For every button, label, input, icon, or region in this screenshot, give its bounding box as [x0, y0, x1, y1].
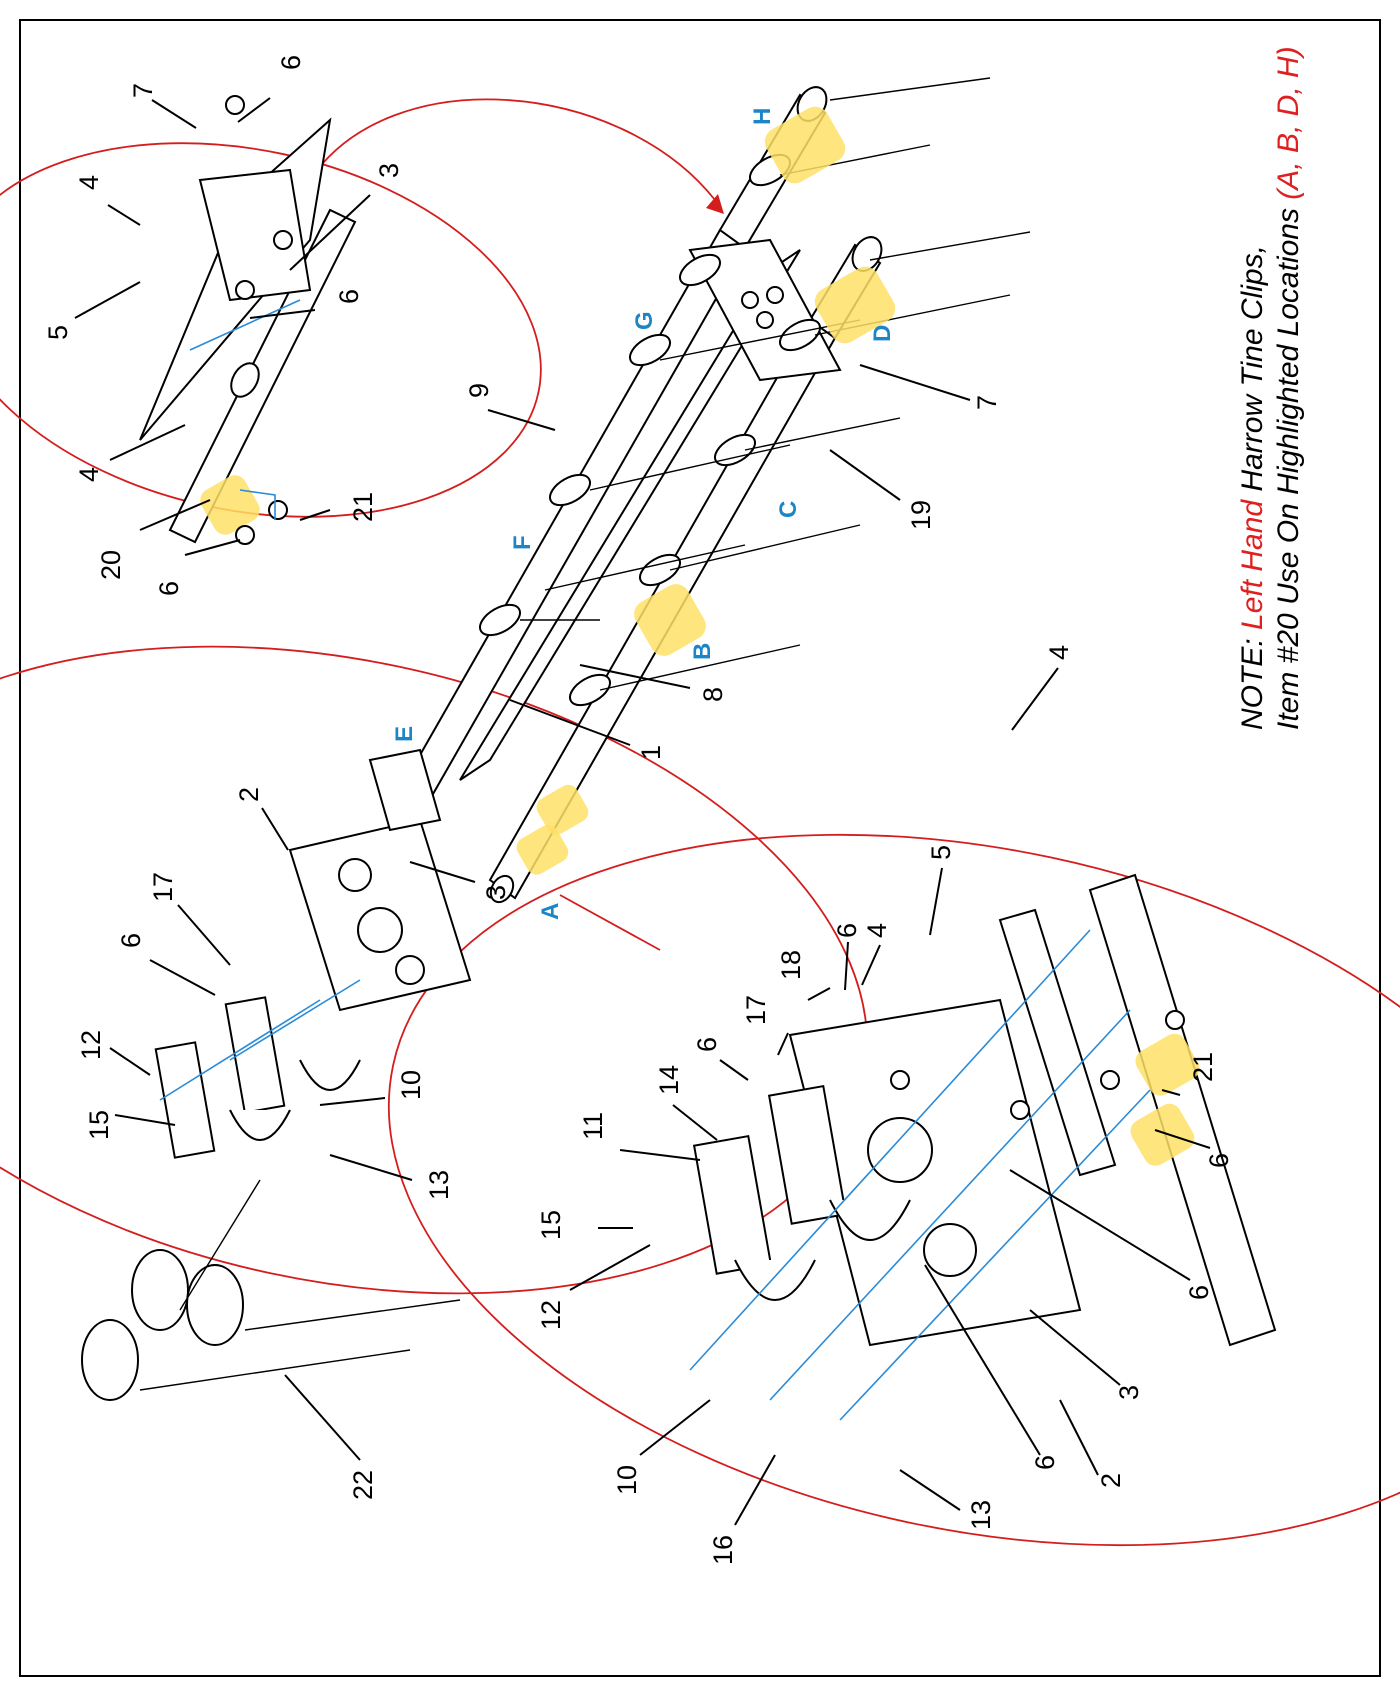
callout-11: 11 [578, 1112, 608, 1140]
highlight-location-d [814, 266, 896, 344]
tine-coils [479, 153, 821, 707]
location-a: A [537, 903, 564, 920]
callout-6-mid: 6 [334, 289, 364, 304]
callout-7-right: 7 [972, 395, 1002, 410]
callout-12-mid: 12 [76, 1030, 106, 1060]
callout-4-top: 4 [74, 175, 104, 190]
leader-lines [74, 97, 1211, 1526]
detail-arrow-head [706, 194, 724, 214]
location-h: H [749, 108, 776, 125]
location-d: D [869, 325, 896, 342]
callout-1: 1 [636, 745, 666, 760]
callout-5-bot: 5 [926, 845, 956, 860]
callout-6-bot1: 6 [832, 923, 862, 938]
callout-3-mid: 3 [481, 885, 511, 900]
location-c: C [775, 501, 802, 518]
callout-13-bot: 13 [966, 1500, 996, 1530]
callout-6-left: 6 [154, 581, 184, 596]
location-e: E [391, 726, 418, 742]
callout-18: 18 [776, 950, 806, 980]
bottom-detail-parts [689, 873, 1277, 1421]
callout-2-bot: 2 [1096, 1473, 1126, 1488]
callout-20: 20 [96, 550, 126, 580]
callout-7-top: 7 [128, 83, 158, 98]
note-line-2: Item #20 Use On Highlighted Locations (A… [1272, 46, 1305, 730]
callout-6-bot3: 6 [1030, 1455, 1060, 1470]
callout-12-bot: 12 [536, 1300, 566, 1330]
note-block: NOTE: Left Hand Harrow Tine Clips, Item … [1236, 46, 1305, 730]
callout-16: 16 [708, 1535, 738, 1565]
callout-6-top: 6 [276, 55, 306, 70]
highlight-bottom-clip-2 [1130, 1103, 1195, 1166]
highlight-location-b [634, 584, 706, 656]
highlight-location-a1 [536, 784, 589, 835]
highlight-location-a2 [516, 824, 569, 875]
highlight-location-h [764, 106, 846, 184]
callout-10-bot: 10 [612, 1465, 642, 1495]
coil-tine-2 [131, 1249, 189, 1331]
callout-17-mid: 17 [148, 872, 178, 902]
callout-4-bot2: 4 [862, 923, 892, 938]
note-line-1: NOTE: Left Hand Harrow Tine Clips, [1236, 245, 1269, 730]
mount-plate-bottom [788, 998, 1082, 1347]
callout-13-mid: 13 [424, 1170, 454, 1200]
callout-4-left: 4 [74, 467, 104, 482]
callout-8: 8 [698, 687, 728, 702]
callout-6-bot2: 6 [692, 1037, 722, 1052]
callout-3-top: 3 [374, 163, 404, 178]
callout-21-bot: 21 [1188, 1052, 1218, 1082]
detail-ellipse-bottom [387, 833, 1400, 1547]
callout-14: 14 [654, 1065, 684, 1095]
location-labels: A B C D E F G H [391, 108, 896, 920]
detail-arrow-curve [309, 98, 716, 201]
callout-22: 22 [348, 1470, 378, 1500]
square-tube [459, 249, 801, 781]
coil-tine-3 [186, 1264, 244, 1346]
highlight-bottom-clip-1 [1135, 1033, 1200, 1096]
location-b: B [689, 643, 716, 660]
main-assembly [398, 77, 1031, 904]
middle-detail-parts [81, 748, 472, 1401]
location-g: G [631, 311, 658, 330]
callout-15-bot: 15 [536, 1210, 566, 1240]
callout-9: 9 [464, 383, 494, 398]
callout-19: 19 [906, 500, 936, 530]
location-f: F [509, 535, 536, 550]
detail-connector-line [559, 894, 661, 951]
callout-17-bot: 17 [741, 995, 771, 1025]
callout-numbers: 7 6 4 3 5 6 4 20 21 6 9 7 19 8 1 2 3 17 … [43, 55, 1234, 1565]
tine-rods [520, 77, 1031, 691]
coil-tine-1 [81, 1319, 139, 1401]
diagram-border [19, 19, 1381, 1677]
top-detail-parts [139, 95, 357, 545]
callout-6-bot5: 6 [1204, 1153, 1234, 1168]
callout-4-bot: 4 [1044, 645, 1074, 660]
callout-6-mid2: 6 [116, 933, 146, 948]
callout-2-mid: 2 [234, 787, 264, 802]
callout-10-mid: 10 [396, 1070, 426, 1100]
callout-21-top: 21 [348, 492, 378, 522]
callout-6-bot4: 6 [1184, 1285, 1214, 1300]
callout-3-bot: 3 [1114, 1385, 1144, 1400]
callout-5-top: 5 [43, 325, 73, 340]
callout-15-mid: 15 [84, 1110, 114, 1140]
